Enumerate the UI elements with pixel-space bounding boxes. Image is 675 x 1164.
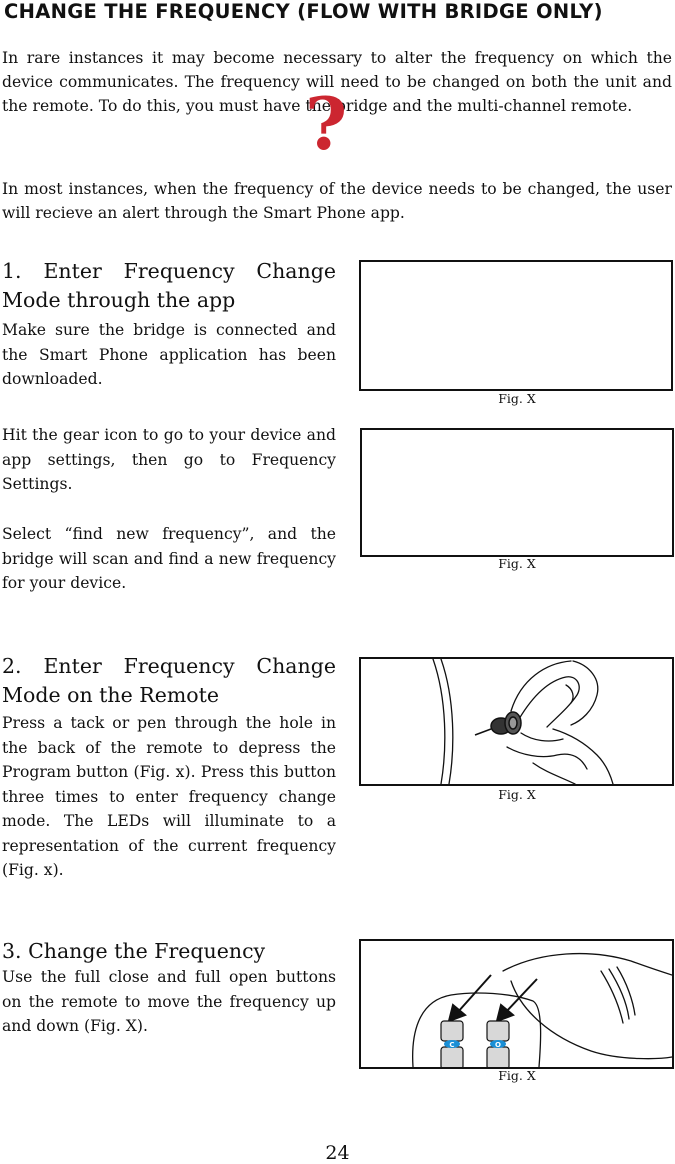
heading-paren-close: ) — [593, 0, 603, 23]
intro-paragraph-1: In rare instances it may become necessar… — [2, 49, 672, 115]
figure-4-remote-buttons-illustration: C O — [359, 939, 674, 1069]
close-button-glyph: C — [449, 1041, 454, 1049]
step-3-paragraph-1: Use the full close and full open buttons… — [2, 968, 336, 1035]
heading-main: CHANGE THE FREQUENCY — [4, 0, 291, 23]
step-1-title: 1. Enter Frequency Change Mode through t… — [2, 259, 336, 312]
intro-paragraph-2: In most instances, when the frequency of… — [2, 180, 672, 222]
figure-4-caption: Fig. X — [498, 1068, 536, 1083]
pin-press-drawing — [432, 659, 614, 784]
step-3-title: 3. Change the Frequency — [2, 939, 266, 963]
remote-buttons-drawing: C O — [412, 952, 672, 1067]
step-2-title: 2. Enter Frequency Change Mode on the Re… — [2, 654, 336, 707]
figure-2-caption: Fig. X — [498, 556, 536, 571]
section-heading: CHANGE THE FREQUENCY (FLOW WITH BRIDGE O… — [4, 0, 672, 23]
figure-2-placeholder — [360, 428, 674, 557]
heading-paren-open: ( — [290, 0, 307, 23]
step-1-paragraph-3: Select “find new frequency”, and the bri… — [2, 525, 336, 592]
page-number: 24 — [325, 1142, 350, 1164]
step-2-paragraph-1: Press a tack or pen through the hole in … — [2, 714, 336, 879]
step-1-paragraph-1: Make sure the bridge is connected and th… — [2, 321, 336, 388]
figure-1-caption: Fig. X — [498, 391, 536, 406]
figure-3-caption: Fig. X — [498, 787, 536, 802]
figure-3-pin-press-illustration — [359, 657, 674, 786]
open-button-glyph: O — [495, 1041, 501, 1049]
step-1-paragraph-2: Hit the gear icon to go to your device a… — [2, 426, 336, 493]
figure-1-placeholder — [359, 260, 673, 391]
question-mark-graphic: ? — [305, 81, 348, 166]
heading-sub: FLOW WITH BRIDGE ONLY — [306, 0, 594, 23]
